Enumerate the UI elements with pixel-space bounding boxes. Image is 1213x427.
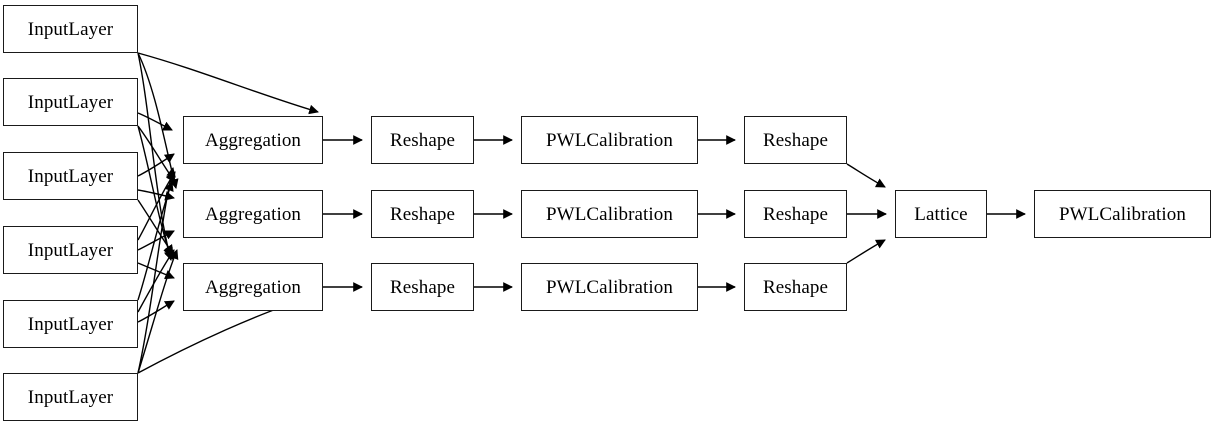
edge-input6-to-agg1 — [137, 167, 176, 374]
edge-input4-to-agg1 — [137, 171, 176, 241]
node-agg3[interactable]: Aggregation — [183, 263, 323, 311]
edge-input2-to-agg3 — [137, 125, 173, 258]
node-label: Reshape — [389, 203, 456, 225]
node-rs1b[interactable]: Reshape — [744, 116, 847, 164]
node-input1[interactable]: InputLayer — [3, 5, 138, 53]
node-label: PWLCalibration — [1059, 203, 1186, 225]
node-rs1a[interactable]: Reshape — [371, 116, 474, 164]
edge-input6-to-agg2 — [137, 249, 179, 374]
node-label: Lattice — [914, 203, 968, 225]
node-pwl1[interactable]: PWLCalibration — [521, 116, 698, 164]
edge-input1-to-agg3 — [137, 52, 174, 261]
edge-input2-to-agg2 — [137, 125, 176, 183]
node-input4[interactable]: InputLayer — [3, 226, 138, 274]
edge-input3-to-agg2 — [137, 189, 175, 201]
node-rs3a[interactable]: Reshape — [371, 263, 474, 311]
node-label: InputLayer — [27, 386, 114, 408]
node-label: PWLCalibration — [546, 203, 673, 225]
edge-input1-to-agg1 — [137, 52, 319, 115]
edge-input3-to-agg1 — [137, 153, 175, 177]
node-pwlout[interactable]: PWLCalibration — [1034, 190, 1211, 238]
node-label: Aggregation — [204, 276, 302, 298]
edge-input5-to-agg3 — [137, 300, 175, 323]
node-label: PWLCalibration — [546, 276, 673, 298]
edge-input5-to-agg1 — [137, 181, 174, 301]
node-agg2[interactable]: Aggregation — [183, 190, 323, 238]
node-label: Reshape — [389, 129, 456, 151]
node-pwl3[interactable]: PWLCalibration — [521, 263, 698, 311]
node-pwl2[interactable]: PWLCalibration — [521, 190, 698, 238]
node-label: InputLayer — [27, 91, 114, 113]
node-input5[interactable]: InputLayer — [3, 300, 138, 348]
node-rs2a[interactable]: Reshape — [371, 190, 474, 238]
node-label: InputLayer — [27, 313, 114, 335]
node-agg1[interactable]: Aggregation — [183, 116, 323, 164]
node-lattice[interactable]: Lattice — [895, 190, 987, 238]
node-label: Aggregation — [204, 129, 302, 151]
node-label: Reshape — [762, 203, 829, 225]
node-input6[interactable]: InputLayer — [3, 373, 138, 421]
edge-input2-to-agg1 — [137, 112, 173, 131]
edge-rs1b-to-lattice — [846, 163, 886, 188]
node-label: PWLCalibration — [546, 129, 673, 151]
node-input3[interactable]: InputLayer — [3, 152, 138, 200]
node-rs3b[interactable]: Reshape — [744, 263, 847, 311]
edge-input4-to-agg3 — [137, 262, 175, 280]
edge-input3-to-agg3 — [137, 199, 174, 255]
node-label: Aggregation — [204, 203, 302, 225]
node-label: InputLayer — [27, 239, 114, 261]
node-label: Reshape — [762, 129, 829, 151]
edge-input5-to-agg2 — [137, 249, 175, 313]
node-input2[interactable]: InputLayer — [3, 78, 138, 126]
edge-input4-to-agg2 — [137, 230, 175, 251]
node-label: Reshape — [389, 276, 456, 298]
edge-input1-to-agg2 — [137, 52, 179, 189]
node-rs2b[interactable]: Reshape — [744, 190, 847, 238]
node-label: InputLayer — [27, 18, 114, 40]
edge-rs3b-to-lattice — [846, 239, 886, 264]
node-label: Reshape — [762, 276, 829, 298]
node-label: InputLayer — [27, 165, 114, 187]
